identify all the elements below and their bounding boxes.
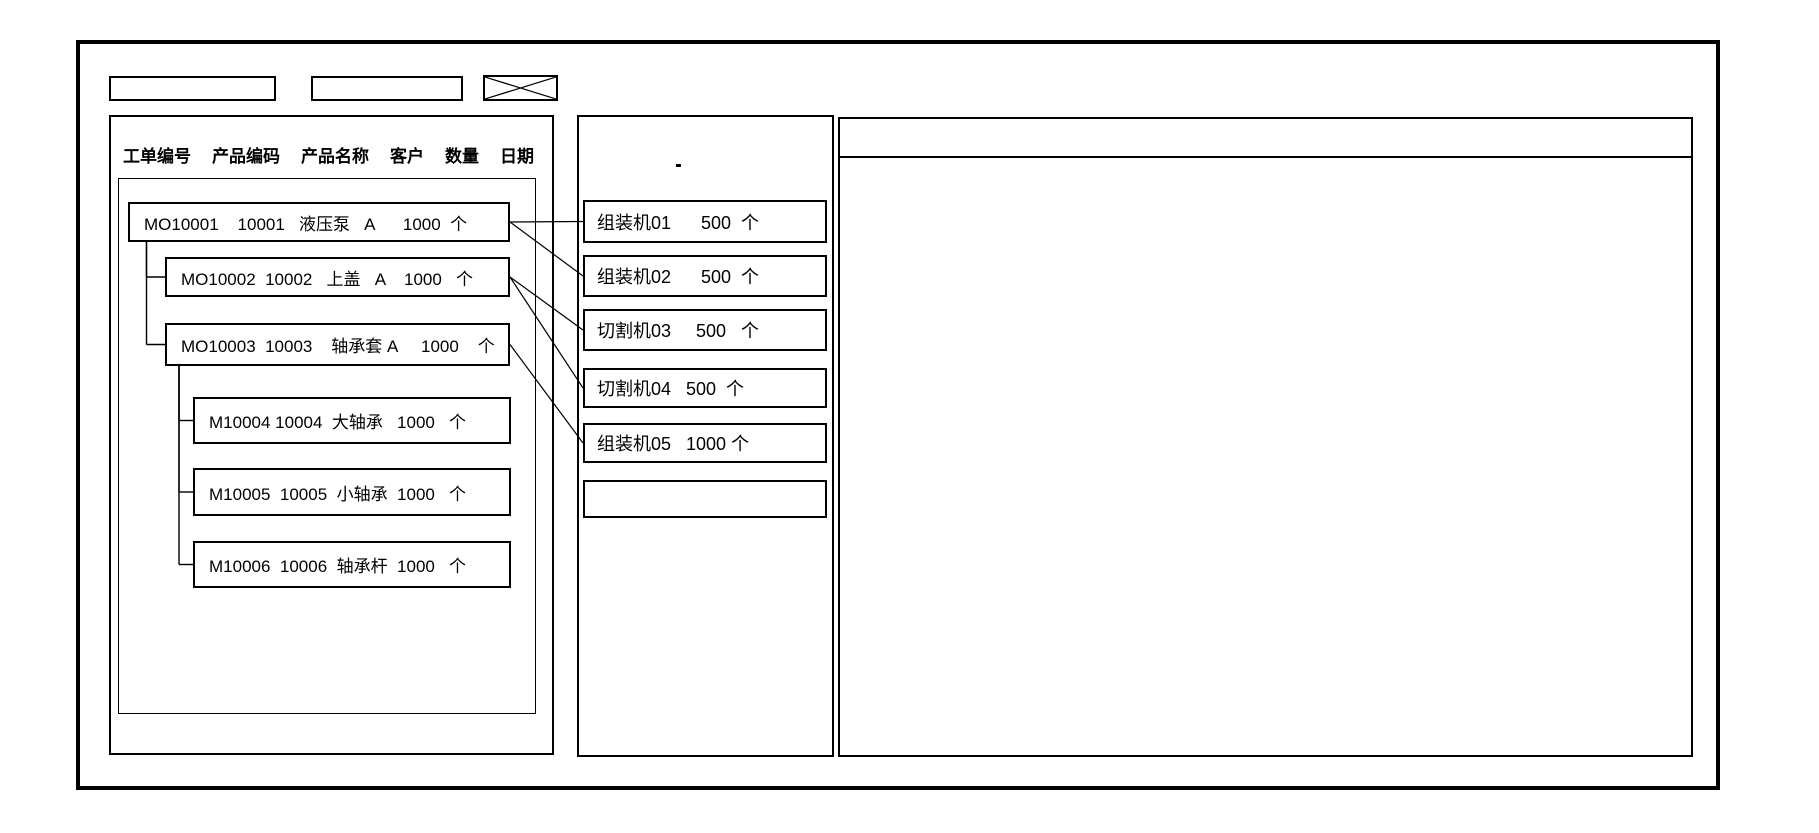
machine-box-label: 切割机03 500 个	[597, 321, 760, 341]
column-header-qty: 数量	[445, 146, 479, 166]
x-icon	[485, 77, 556, 99]
machine-box-label: 组装机02 500 个	[597, 267, 760, 287]
machine-box-label: 切割机04 500 个	[597, 379, 745, 399]
machine-box-qiegeji03[interactable]: 切割机03 500 个	[583, 309, 827, 351]
machine-box-zhuangji02[interactable]: 组装机02 500 个	[583, 255, 827, 297]
column-header-date: 日期	[500, 146, 534, 166]
column-header-order-no: 工单编号	[123, 146, 191, 166]
tree-node-m10005[interactable]: M10005 10005 小轴承 1000 个	[193, 468, 511, 516]
tree-node-mo10003[interactable]: MO10003 10003 轴承套 A 1000 个	[165, 323, 510, 366]
machine-box-label: 组装机05 1000 个	[597, 434, 750, 454]
tree-node-label: M10005 10005 小轴承 1000 个	[209, 484, 467, 504]
tree-node-label: M10006 10006 轴承杆 1000 个	[209, 557, 467, 576]
tree-node-m10004[interactable]: M10004 10004 大轴承 1000 个	[193, 397, 511, 444]
detail-panel	[838, 117, 1693, 757]
tree-node-mo10001[interactable]: MO10001 10001 液压泵 A 1000 个	[128, 202, 510, 242]
x-box-button[interactable]	[483, 75, 558, 101]
machine-box-qiegeji04[interactable]: 切割机04 500 个	[583, 368, 827, 408]
machine-box-zhuangji01[interactable]: 组装机01 500 个	[583, 200, 827, 243]
column-header-product-code: 产品编码	[212, 146, 280, 166]
tree-node-label: MO10002 10002 上盖 A 1000 个	[181, 269, 473, 289]
machine-box-zhuangji05[interactable]: 组装机05 1000 个	[583, 423, 827, 463]
machine-box-label: 组装机01 500 个	[597, 212, 760, 233]
column-header-product-name: 产品名称	[301, 146, 369, 166]
tree-node-mo10002[interactable]: MO10002 10002 上盖 A 1000 个	[165, 257, 510, 297]
detail-panel-header	[838, 117, 1693, 158]
tree-node-label: M10004 10004 大轴承 1000 个	[209, 413, 467, 432]
tree-node-label: MO10001 10001 液压泵 A 1000 个	[144, 214, 468, 234]
column-header-customer: 客户	[390, 146, 424, 166]
machine-box-empty[interactable]	[583, 480, 827, 518]
column-header-row: 工单编号 产品编码 产品名称 客户 数量 日期	[123, 143, 534, 166]
tree-node-m10006[interactable]: M10006 10006 轴承杆 1000 个	[193, 541, 511, 588]
tree-node-label: MO10003 10003 轴承套 A 1000 个	[181, 337, 495, 356]
dot-artifact	[676, 164, 681, 167]
toolbar-field-1[interactable]	[109, 76, 276, 101]
toolbar-field-2[interactable]	[311, 76, 463, 101]
